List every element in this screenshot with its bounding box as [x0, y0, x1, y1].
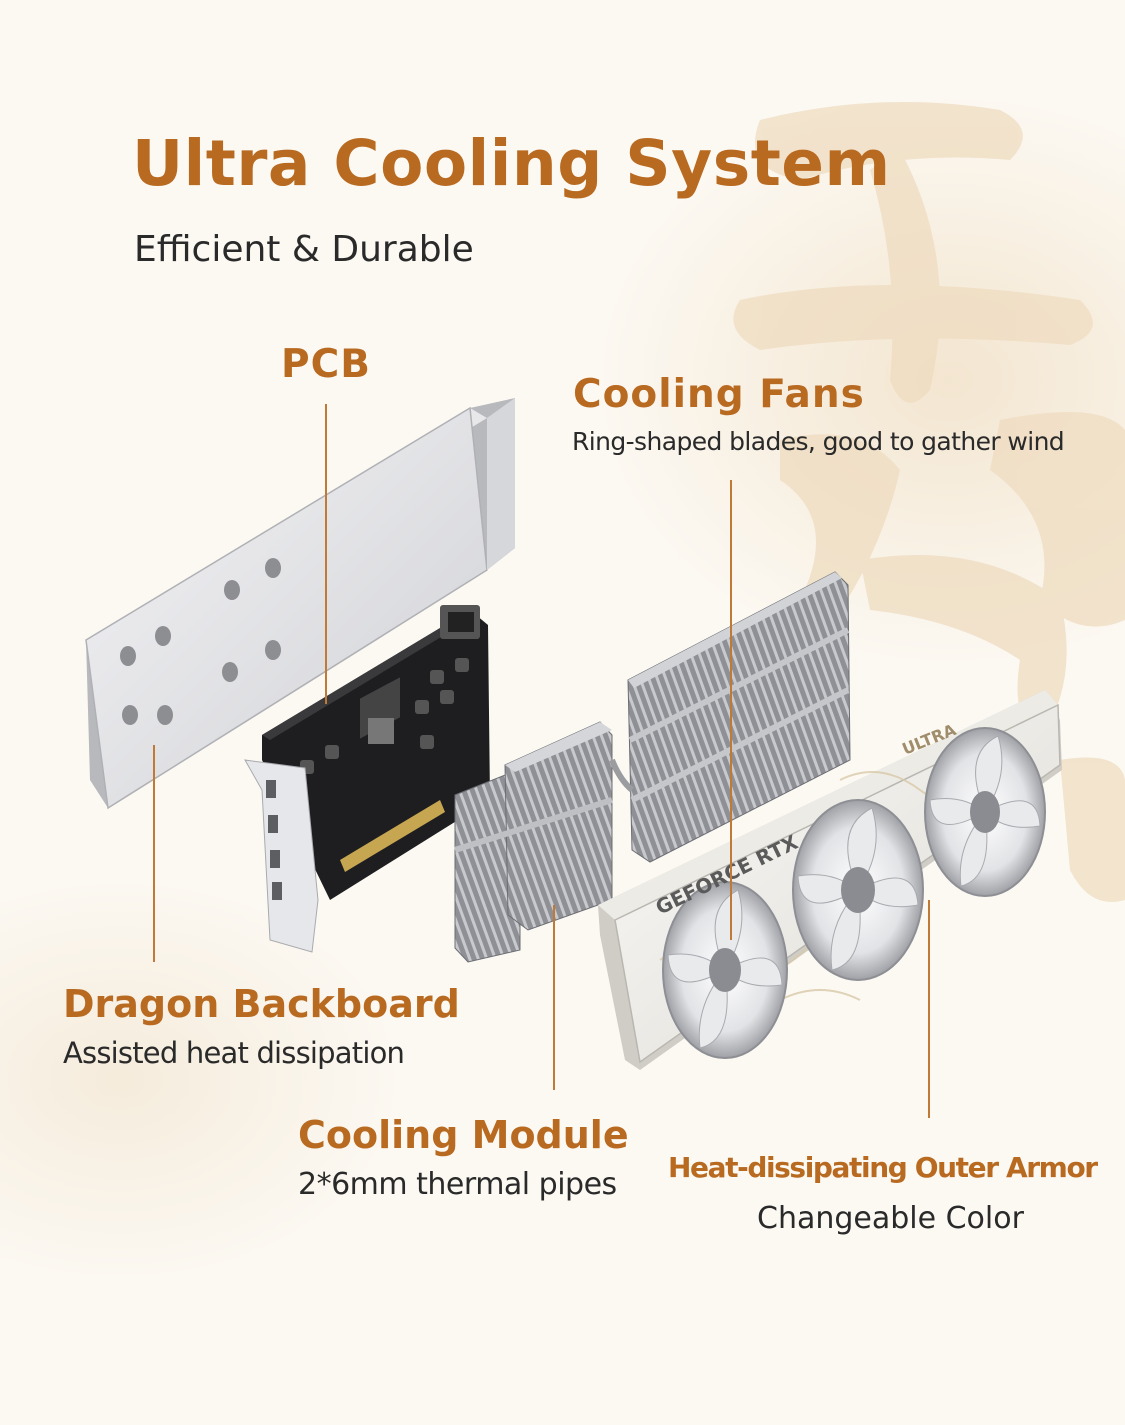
fans-leader-line: [730, 480, 732, 940]
outer-armor-label: Heat-dissipating Outer Armor: [668, 1151, 1098, 1184]
cooling-fan-right: [924, 727, 1046, 897]
armor-leader-line: [928, 900, 930, 1118]
cooling-fans-desc: Ring-shaped blades, good to gather wind: [572, 427, 1065, 456]
cooling-module-heatsink: [454, 721, 613, 963]
cooling-fans-label: Cooling Fans: [573, 372, 865, 417]
pcb-label: PCB: [281, 342, 371, 387]
pcb-board: [244, 605, 490, 953]
cooling-fan-left: [662, 881, 788, 1059]
dragon-backboard-desc: Assisted heat dissipation: [63, 1036, 405, 1070]
main-heatsink: [609, 571, 851, 863]
backboard-leader-line: [153, 745, 155, 962]
page-title: Ultra Cooling System: [132, 127, 891, 200]
outer-armor-shroud: GEFORCE RTX ULTRA: [598, 690, 1062, 1070]
cooling-module-label: Cooling Module: [298, 1113, 629, 1157]
backplate: [85, 398, 515, 810]
outer-armor-desc: Changeable Color: [757, 1201, 1024, 1236]
pcb-leader-line: [325, 404, 327, 704]
page-subtitle: Efficient & Durable: [134, 229, 474, 270]
cooling-module-desc: 2*6mm thermal pipes: [298, 1167, 617, 1202]
cooling-fan-center: [792, 799, 924, 981]
dragon-backboard-label: Dragon Backboard: [63, 982, 460, 1026]
module-leader-line: [553, 905, 555, 1090]
